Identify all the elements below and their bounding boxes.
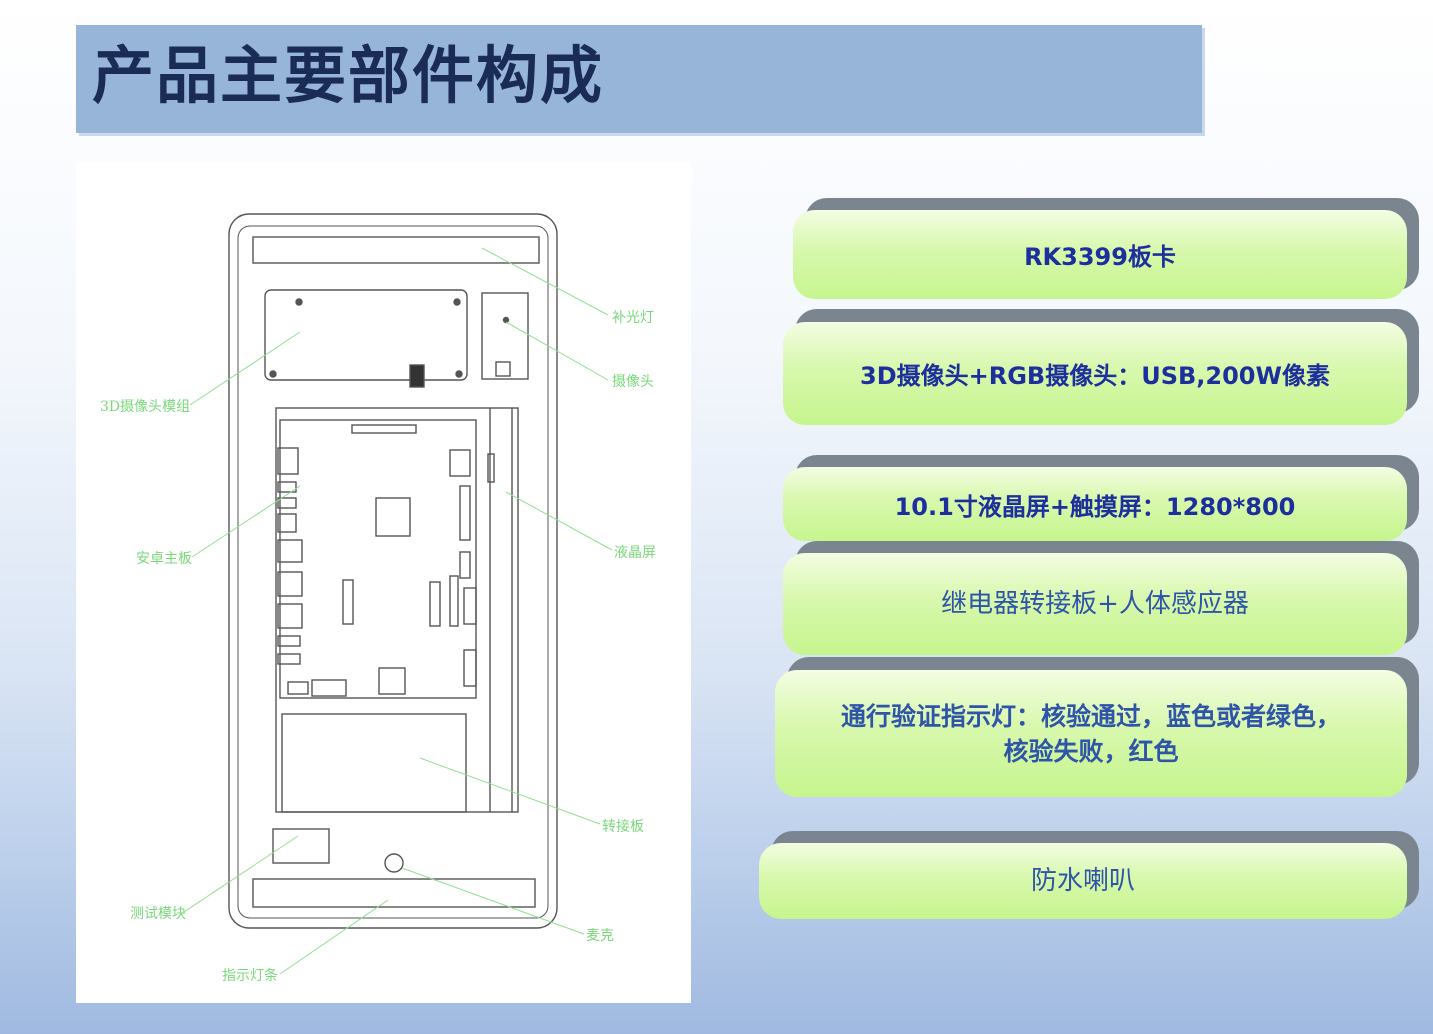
callout-relay: 继电器转接板+人体感应器	[783, 553, 1407, 655]
adapter-board-shape	[281, 713, 467, 813]
label-lcd: 液晶屏	[614, 545, 656, 561]
callout-camera: 3D摄像头+RGB摄像头：USB,200W像素	[783, 322, 1407, 425]
test-module-shape	[272, 828, 330, 864]
title-bar: 产品主要部件构成	[76, 25, 1202, 133]
label-test-module: 测试模块	[130, 906, 186, 922]
housing-outline	[228, 213, 558, 929]
callout-speaker: 防水喇叭	[759, 843, 1407, 919]
label-camera-module: 3D摄像头模组	[100, 399, 190, 415]
device-drawing: 补光灯 摄像头 3D摄像头模组 安卓主板 液晶屏 转接板 测试模块 麦克 指示灯…	[100, 213, 656, 984]
callout-text-line-2: 核验失败，红色	[1003, 736, 1179, 766]
label-fill-light: 补光灯	[612, 310, 654, 326]
callout-lcd: 10.1寸液晶屏+触摸屏：1280*800	[783, 467, 1407, 541]
speaker-shape	[384, 853, 404, 873]
callout-text-line-1: 通行验证指示灯：核验通过，蓝色或者绿色，	[840, 701, 1341, 731]
product-diagram: 补光灯 摄像头 3D摄像头模组 安卓主板 液晶屏 转接板 测试模块 麦克 指示灯…	[76, 162, 691, 1003]
label-adapter-board: 转接板	[602, 818, 644, 835]
callout-text: 10.1寸液晶屏+触摸屏：1280*800	[894, 492, 1296, 521]
callout-text: 继电器转接板+人体感应器	[941, 589, 1249, 619]
mainboard-shape	[279, 419, 477, 699]
callout-text: RK3399板卡	[1024, 243, 1176, 271]
lcd-frame	[275, 407, 519, 813]
fill-light-strip	[252, 236, 540, 264]
callout-rk3399: RK3399板卡	[793, 210, 1407, 299]
label-camera: 摄像头	[612, 374, 654, 390]
page-title: 产品主要部件构成	[92, 39, 605, 112]
callout-indicator: 通行验证指示灯：核验通过，蓝色或者绿色， 核验失败，红色	[775, 670, 1407, 797]
camera-module-shape	[264, 289, 468, 381]
indicator-strip	[252, 878, 536, 908]
label-speaker: 麦克	[586, 928, 614, 944]
label-mainboard: 安卓主板	[136, 551, 192, 567]
rgb-camera-shape	[481, 292, 529, 380]
callout-text: 防水喇叭	[1030, 866, 1135, 896]
callout-text: 3D摄像头+RGB摄像头：USB,200W像素	[860, 362, 1330, 390]
label-indicator: 指示灯条	[222, 967, 278, 984]
